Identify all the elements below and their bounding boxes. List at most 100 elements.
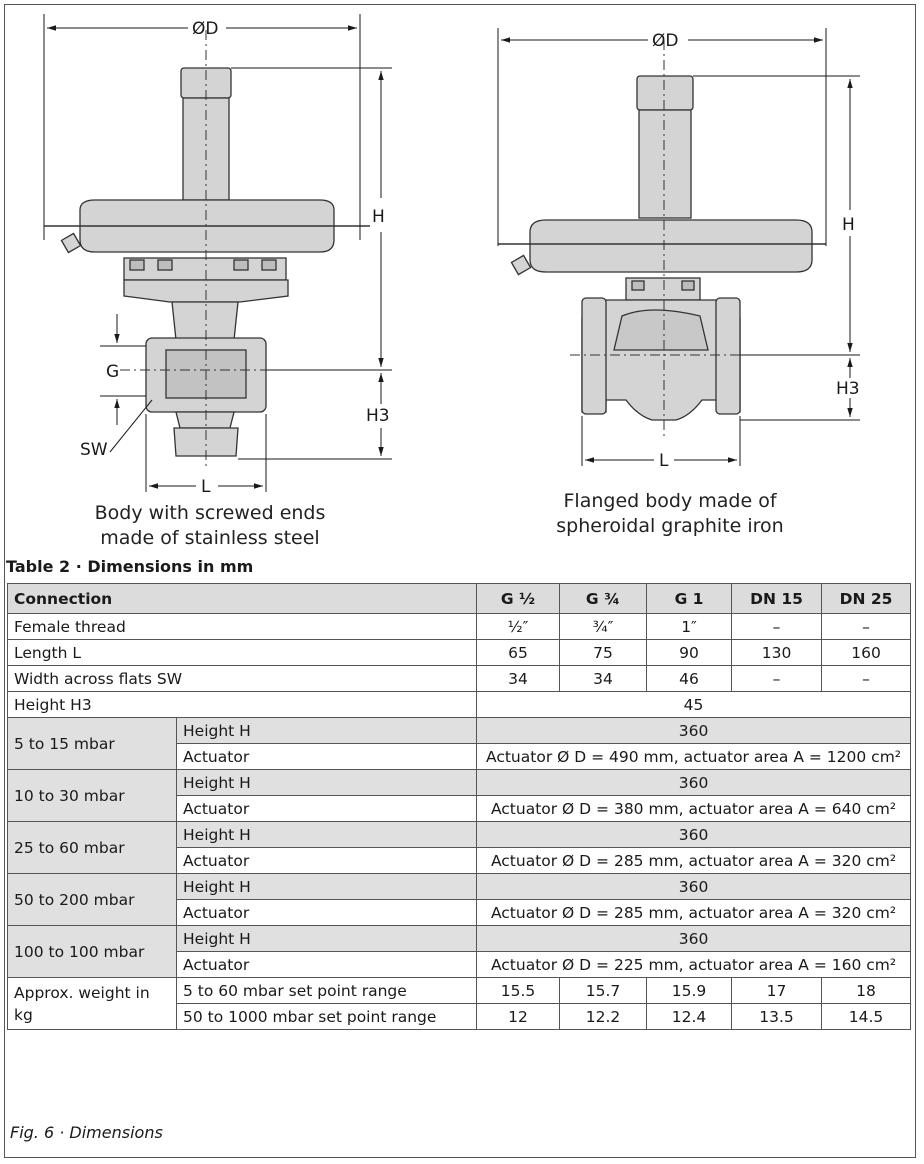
header-dn-15: DN 15 xyxy=(731,583,823,614)
row-label: Female thread xyxy=(6,613,478,640)
table-cell: Actuator Ø D = 380 mm, actuator area A =… xyxy=(476,795,912,822)
right-dim-h3-label: H3 xyxy=(836,379,860,399)
table-title: Table 2 · Dimensions in mm xyxy=(6,557,254,576)
table-cell: 34 xyxy=(559,665,648,692)
sub-label: Actuator xyxy=(175,847,478,874)
weight-label: Approx. weight in kg xyxy=(7,977,177,1030)
table-cell: Actuator Ø D = 285 mm, actuator area A =… xyxy=(476,847,912,874)
table-cell: – xyxy=(731,665,823,692)
table-cell: 12.4 xyxy=(646,1003,733,1030)
dimensions-table: Connection G ½ G ¾ G 1 DN 15 DN 25 Femal… xyxy=(6,583,912,1030)
left-drawing-caption: Body with screwed ends made of stainless… xyxy=(80,501,340,551)
table-cell: 18 xyxy=(821,977,912,1004)
range-label: 10 to 30 mbar xyxy=(7,769,177,822)
left-dim-l-label: L xyxy=(201,477,211,497)
page-frame xyxy=(4,4,916,1158)
table-cell: 45 xyxy=(476,691,912,718)
technical-drawings: ØD H G H3 SW L Ø xyxy=(43,14,860,497)
sub-label: Actuator xyxy=(175,743,478,770)
table-cell: 46 xyxy=(646,665,733,692)
range-label: 5 to 15 mbar xyxy=(7,717,177,770)
table-cell: 34 xyxy=(476,665,561,692)
table-cell: 160 xyxy=(821,639,912,666)
table-row-width-sw: Width across flats SW 34 34 46 – – xyxy=(6,665,912,692)
table-cell: 14.5 xyxy=(821,1003,912,1030)
table-cell: 360 xyxy=(476,769,912,796)
table-header-row: Connection G ½ G ¾ G 1 DN 15 DN 25 xyxy=(6,583,912,614)
sub-label: Height H xyxy=(175,769,478,796)
table-cell: 15.7 xyxy=(559,977,648,1004)
table-cell: 15.5 xyxy=(476,977,561,1004)
right-dim-l-label: L xyxy=(659,451,669,471)
range-label: 25 to 60 mbar xyxy=(7,821,177,874)
table-row-group-actuator: Actuator Actuator Ø D = 285 mm, actuator… xyxy=(8,847,912,874)
right-dim-h-label: H xyxy=(842,215,855,235)
right-caption-line-1: Flanged body made of xyxy=(563,490,777,512)
table-row-group-actuator: Actuator Actuator Ø D = 490 mm, actuator… xyxy=(8,743,912,770)
table-cell: 12.2 xyxy=(559,1003,648,1030)
row-label: Width across flats SW xyxy=(6,665,478,692)
table-cell: Actuator Ø D = 225 mm, actuator area A =… xyxy=(476,951,912,978)
sub-label: Height H xyxy=(175,873,478,900)
left-dim-g-label: G xyxy=(106,362,119,382)
table-row-female-thread: Female thread ½″ ¾″ 1″ – – xyxy=(6,613,912,640)
table-cell: ¾″ xyxy=(559,613,648,640)
table-cell: 15.9 xyxy=(646,977,733,1004)
right-valve-drawing xyxy=(498,75,826,421)
left-caption-line-1: Body with screwed ends xyxy=(94,502,326,524)
table-cell: – xyxy=(821,613,912,640)
table-cell: – xyxy=(731,613,823,640)
left-dim-h-label: H xyxy=(372,207,385,227)
right-drawing-caption: Flanged body made of spheroidal graphite… xyxy=(530,489,810,539)
sub-label: Actuator xyxy=(175,899,478,926)
right-dim-d-label: ØD xyxy=(652,31,678,51)
sub-label: Actuator xyxy=(175,951,478,978)
header-connection: Connection xyxy=(6,583,478,614)
table-row-weight-2: 50 to 1000 mbar set point range 12 12.2 … xyxy=(8,1003,912,1030)
sub-label: Actuator xyxy=(175,795,478,822)
table-cell: 12 xyxy=(476,1003,561,1030)
left-valve-drawing xyxy=(44,67,370,457)
row-label: Length L xyxy=(6,639,478,666)
table-cell: Actuator Ø D = 285 mm, actuator area A =… xyxy=(476,899,912,926)
table-cell: 1″ xyxy=(646,613,733,640)
table-row-group-actuator: Actuator Actuator Ø D = 225 mm, actuator… xyxy=(8,951,912,978)
table-cell: 17 xyxy=(731,977,823,1004)
table-cell: – xyxy=(821,665,912,692)
table-row-weight-1: Approx. weight in kg 5 to 60 mbar set po… xyxy=(7,977,912,1030)
header-g-three-quarter: G ¾ xyxy=(559,583,648,614)
left-dim-d-label: ØD xyxy=(192,19,218,39)
header-g-half: G ½ xyxy=(476,583,561,614)
header-dn-25: DN 25 xyxy=(821,583,912,614)
table-row-group-height: 25 to 60 mbar Height H 360 xyxy=(7,821,912,874)
table-cell: Actuator Ø D = 490 mm, actuator area A =… xyxy=(476,743,912,770)
table-row-group-height: 100 to 100 mbar Height H 360 xyxy=(7,925,912,978)
table-cell: 360 xyxy=(476,873,912,900)
row-label: Height H3 xyxy=(6,691,478,718)
table-cell: 360 xyxy=(476,925,912,952)
right-caption-line-2: spheroidal graphite iron xyxy=(556,515,784,537)
table-row-group-height: 50 to 200 mbar Height H 360 xyxy=(7,873,912,926)
sub-label: Height H xyxy=(175,821,478,848)
sub-label: 50 to 1000 mbar set point range xyxy=(175,1003,478,1030)
table-cell: 13.5 xyxy=(731,1003,823,1030)
header-g-1: G 1 xyxy=(646,583,733,614)
table-cell: 360 xyxy=(476,821,912,848)
table-cell: ½″ xyxy=(476,613,561,640)
table-cell: 90 xyxy=(646,639,733,666)
left-dim-h3-label: H3 xyxy=(366,406,390,426)
sub-label: 5 to 60 mbar set point range xyxy=(175,977,478,1004)
table-cell: 75 xyxy=(559,639,648,666)
table-row-height-h3: Height H3 45 xyxy=(6,691,912,718)
table-cell: 360 xyxy=(476,717,912,744)
table-cell: 130 xyxy=(731,639,823,666)
range-label: 100 to 100 mbar xyxy=(7,925,177,978)
table-row-length: Length L 65 75 90 130 160 xyxy=(6,639,912,666)
table-cell: 65 xyxy=(476,639,561,666)
left-caption-line-2: made of stainless steel xyxy=(100,527,320,549)
table-row-group-height: 10 to 30 mbar Height H 360 xyxy=(7,769,912,822)
table-row-group-height: 5 to 15 mbar Height H 360 xyxy=(7,717,912,770)
left-dim-sw-label: SW xyxy=(80,440,108,460)
range-label: 50 to 200 mbar xyxy=(7,873,177,926)
sub-label: Height H xyxy=(175,925,478,952)
